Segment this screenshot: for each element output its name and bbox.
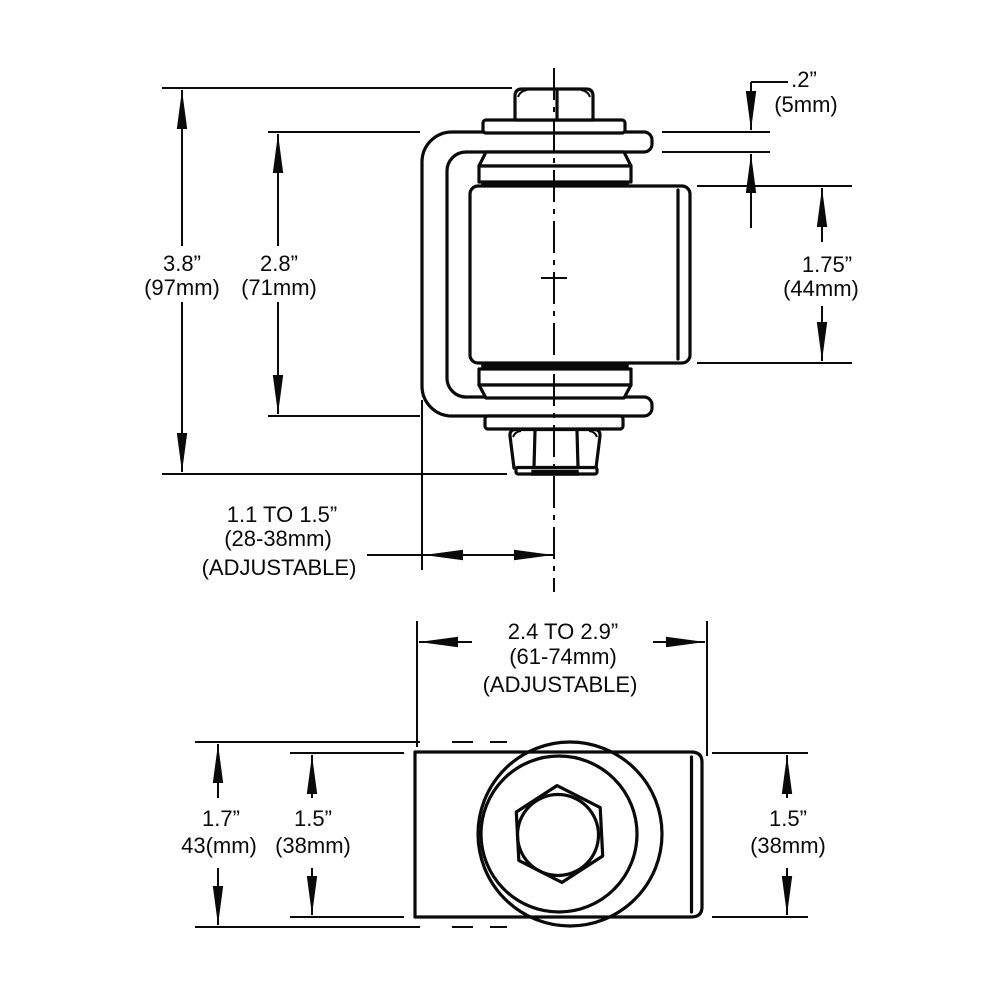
dim-label: 2.8” — [260, 251, 298, 276]
top-view: 2.4 TO 2.9” (61-74mm) (ADJUSTABLE) 1.7” … — [181, 619, 826, 928]
hex-bolt-head — [513, 87, 595, 122]
nut-flange-shadow — [531, 469, 579, 476]
dim-label: (71mm) — [241, 275, 317, 300]
nut-inscribed-circle — [515, 792, 601, 878]
dim-label: 1.5” — [769, 806, 807, 831]
dim-frame-depth-right: 1.5” (38mm) — [750, 755, 826, 915]
dim-label: .2” — [791, 67, 817, 92]
barrel-circle — [476, 740, 664, 928]
dim-label: 1.1 TO 1.5” — [227, 502, 337, 527]
dim-label: 43(mm) — [181, 833, 257, 858]
dim-label: (44mm) — [783, 276, 859, 301]
dim-label: 3.8” — [163, 251, 201, 276]
washer-circle — [479, 754, 639, 914]
dim-label: (38mm) — [750, 833, 826, 858]
bolt-head-chamfer-arc — [580, 89, 591, 98]
dim-overall-height: 3.8” (97mm) — [144, 90, 220, 472]
dim-plate-thickness: .2” (5mm) — [745, 67, 838, 228]
dim-label: (61-74mm) — [509, 644, 617, 669]
dim-adjustable-width: 2.4 TO 2.9” (61-74mm) (ADJUSTABLE) — [419, 619, 705, 697]
hex-nut-plan — [514, 783, 605, 885]
dim-label: (ADJUSTABLE) — [202, 555, 357, 580]
dim-opening-height: 2.8” (71mm) — [241, 134, 317, 414]
dim-label: (5mm) — [774, 92, 838, 117]
dim-label: (28-38mm) — [224, 526, 332, 551]
hinge-barrel — [468, 184, 692, 365]
dim-adjustable-setback: 1.1 TO 1.5” (28-38mm) (ADJUSTABLE) — [202, 502, 554, 580]
dim-label: 1.7” — [202, 806, 240, 831]
hinge-bracket — [420, 130, 654, 418]
dim-label: 1.5” — [294, 806, 332, 831]
dim-label: (97mm) — [144, 275, 220, 300]
dim-label: (ADJUSTABLE) — [483, 672, 638, 697]
nut-chamfer-arc — [588, 430, 598, 438]
dim-label: 2.4 TO 2.9” — [508, 619, 618, 644]
dim-overall-depth: 1.7” 43(mm) — [181, 744, 257, 925]
dim-barrel-height: 1.75” (44mm) — [783, 188, 859, 361]
bolt-head-chamfer-arc — [517, 89, 528, 98]
dim-label: (38mm) — [275, 833, 351, 858]
dim-frame-depth-left: 1.5” (38mm) — [275, 755, 351, 915]
nut-chamfer-arc — [512, 430, 522, 438]
dim-label: 1.75” — [802, 252, 852, 277]
nut-facet-line — [532, 429, 537, 469]
nut-facet-line — [575, 429, 580, 469]
front-view: 3.8” (97mm) 2.8” (71mm) .2” (5mm) 1.75” … — [144, 67, 859, 592]
